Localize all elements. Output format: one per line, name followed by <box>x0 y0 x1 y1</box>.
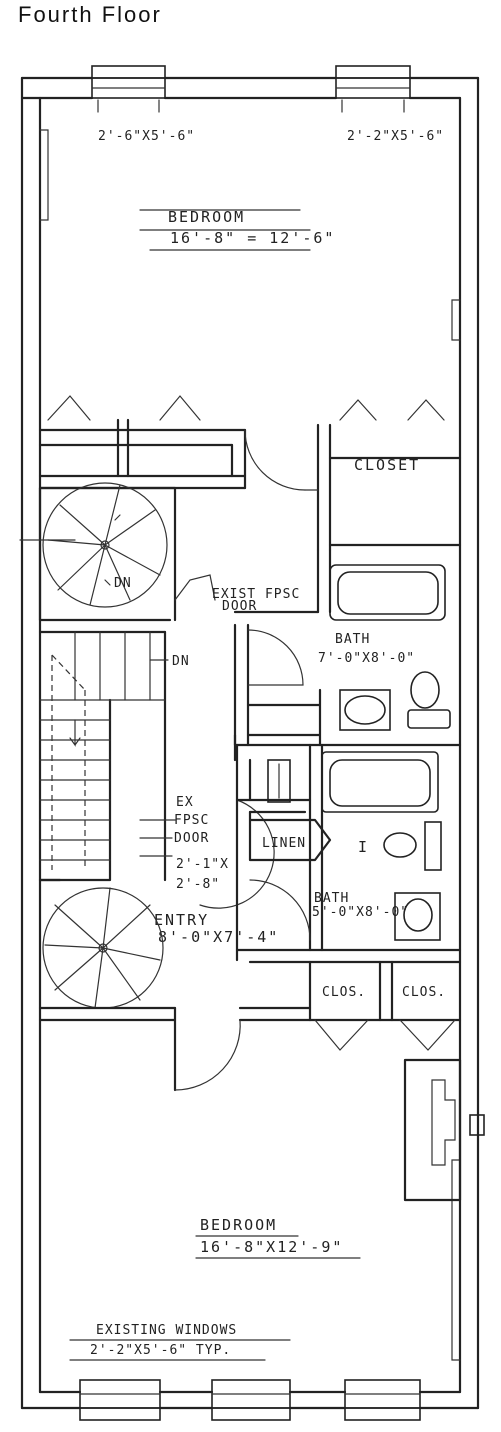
bedroom-bottom-label: BEDROOM <box>200 1216 277 1234</box>
existing-windows-l1: EXISTING WINDOWS <box>96 1323 237 1338</box>
clos-left-label: CLOS. <box>322 985 366 1000</box>
exist-fpsc-door-line2: DOOR <box>222 599 257 614</box>
bottom-window-center <box>211 1379 291 1421</box>
linen-and-bath-lower <box>235 743 462 964</box>
clos-right-label: CLOS. <box>402 985 446 1000</box>
fpsc-door-swing-upper <box>174 574 216 601</box>
straight-stair <box>38 618 172 882</box>
ex-fpsc-door-l3: DOOR <box>174 831 209 846</box>
bedroom-top-underlines <box>139 209 311 251</box>
ex-fpsc-door-l1: EX <box>176 795 194 810</box>
bedroom-bottom-underlines <box>195 1235 361 1259</box>
bath-upper-label: BATH <box>335 632 370 647</box>
bedroom-top-label: BEDROOM <box>168 208 245 226</box>
fireplace <box>403 1058 485 1202</box>
existing-windows-l2: 2'-2"X5'-6" TYP. <box>90 1343 231 1358</box>
bottom-window-left <box>79 1379 161 1421</box>
bedroom-top-size: 16'-8" = 12'-6" <box>170 229 335 247</box>
top-window-right <box>335 65 411 113</box>
closet-label: CLOSET <box>354 456 420 474</box>
stair-upper-dn: DN <box>114 576 132 591</box>
top-window-left-size: 2'-6"X5'-6" <box>98 129 195 144</box>
bath-lower-size: 5'-0"X8'-0" <box>312 905 409 920</box>
ex-fpsc-door-swing <box>199 799 275 909</box>
entry-size: 8'-0"X7'-4" <box>158 928 279 946</box>
entry-label: ENTRY <box>154 911 209 929</box>
linen-label: LINEN <box>262 836 306 851</box>
bath-upper-size: 7'-0"X8'-0" <box>318 651 415 666</box>
ex-fpsc-door-l5: 2'-8" <box>176 877 220 892</box>
spiral-stair-upper <box>19 482 177 622</box>
exist-fpsc-door-line1: EXIST FPSC <box>212 587 300 602</box>
wc-mark: I <box>358 838 369 856</box>
top-window-right-size: 2'-2"X5'-6" <box>347 129 444 144</box>
existing-windows-underlines <box>69 1339 291 1361</box>
bedroom-bottom-size: 16'-8"X12'-9" <box>200 1238 343 1256</box>
bath-lower-label: BATH <box>314 891 349 906</box>
top-window-left <box>91 65 166 113</box>
spiral-stair-lower <box>38 878 312 1092</box>
stair-dn: DN <box>172 654 190 669</box>
lower-closets <box>308 960 462 1051</box>
ex-fpsc-door-l2: FPSC <box>174 813 209 828</box>
bottom-window-right <box>344 1379 421 1421</box>
ex-fpsc-leaders <box>139 819 176 857</box>
ex-fpsc-door-l4: 2'-1"X <box>176 857 229 872</box>
page-title: Fourth Floor <box>18 2 162 27</box>
exterior-walls <box>20 76 480 1410</box>
bath-upper <box>233 548 462 762</box>
